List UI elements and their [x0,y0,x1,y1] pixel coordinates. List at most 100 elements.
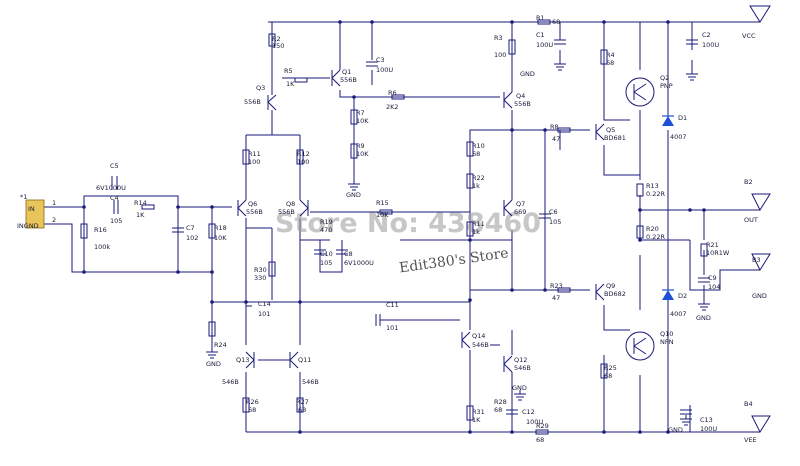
capacitor-c8-plates [336,249,348,255]
resistor-r14-ref: R14 [134,199,147,207]
ground-symbol: GND [668,415,692,434]
resistor-r3-ref: R3 [494,34,503,42]
resistor-r4-value: 68 [606,59,614,67]
transistor-q14-ref: Q14 [472,332,485,340]
gnd-label: GND [752,292,767,300]
diode-d1-ref: D1 [678,114,687,122]
capacitor-c8-value: 6V1000U [344,259,374,267]
transistor-q1-type: 556B [340,76,357,84]
capacitor-c13-plates [680,409,692,415]
transistor-q2-type: PNP [660,82,673,90]
resistor-r31-ref: R31 [472,408,485,416]
capacitor-c9-plates [698,277,710,283]
resistor-r30-body [268,261,276,277]
transistor-q8-symbol [299,199,309,217]
capacitor-c3-ref: C3 [376,56,385,64]
capacitor-c11-value: 101 [386,324,398,332]
transistor-q6-type: 556B [246,208,263,216]
transistor-q3-ref: Q3 [256,84,265,92]
resistor-r1-body [537,19,551,25]
wires [44,21,760,432]
resistor-r24-ref: R24 [214,341,227,349]
transistor-q3-symbol [267,94,277,111]
resistor-r12-body [296,149,304,165]
gnd-terminal: B3 GND [751,253,771,300]
ground-symbol [686,70,698,81]
resistor-r23-ref: R23 [550,282,563,290]
transistor-q13-ref: Q13 [236,356,249,364]
resistor-r18-value: 10K [214,234,227,242]
resistor-r11b-ref: R11 [472,220,485,228]
capacitor-c2-plates [686,39,698,45]
resistor-r3-body [508,39,516,55]
transistor-q8-ref: Q8 [286,200,295,208]
resistor-r5-body [294,77,308,83]
resistor-r16-ref: R16 [94,226,107,234]
transistor-q8-type: 556B [278,208,295,216]
resistor-r25-value: 68 [604,372,612,380]
watermark-store: Store No: 438460 [275,208,541,239]
resistor-r20-value: 0.22R [646,233,665,241]
capacitor-c2-ref: C2 [702,31,711,39]
transistor-q11-type: 546B [302,378,319,386]
ground-symbol: GND [346,180,361,199]
connector-pin-1: 1 [52,199,56,207]
capacitor-c9-value: 104 [708,283,720,291]
capacitor-c7-plates [172,227,184,233]
capacitor-c12-ref: C12 [522,408,535,416]
ground-label: GND [520,70,535,78]
transistor-q9-symbol [595,283,605,301]
resistor-r2-value: 150 [272,42,284,50]
capacitor-c4-value: 105 [110,217,122,225]
resistor-r13-ref: R13 [646,182,659,190]
connector-pin-2: 2 [52,216,56,224]
resistor-r8-value: 47 [552,135,560,143]
resistor-r22-value: 1k [472,182,480,190]
resistor-r27-ref: R27 [296,398,309,406]
diode-d2-value: 4007 [670,310,687,318]
resistor-r22-body [466,173,474,189]
ground-label: GND [206,360,221,368]
resistor-r30-ref: R30 [254,266,267,274]
transistor-q9-ref: Q9 [606,282,615,290]
resistor-r23-value: 47 [552,294,560,302]
resistor-r29-ref: R29 [536,422,549,430]
resistor-r24-body [208,321,216,337]
ground-symbol: GND [206,340,221,368]
resistor-r10-ref: R10 [472,142,485,150]
diodes: D1 4007 D2 4007 [662,114,687,318]
resistor-r5-ref: R5 [284,67,293,75]
resistor-r30-value: 330 [254,274,266,282]
resistor-r25-body [600,363,608,379]
resistor-r31-value: 1K [472,416,481,424]
capacitor-c13-value: 100U [700,425,717,433]
resistor-r5-value: 1K [286,80,295,88]
resistor-r7-ref: R7 [356,109,365,117]
resistor-r25-ref: R25 [604,364,617,372]
resistor-r11b-value: 1k [472,228,480,236]
transistor-q6-symbol [237,199,247,217]
capacitor-c13-ref: C13 [700,416,713,424]
connector-ref: *1 [20,193,27,201]
resistor-r7-value: 10K [356,117,369,125]
capacitor-c1-ref: C1 [536,31,545,39]
transistor-q10-ref: Q10 [660,330,673,338]
resistor-r10-body [466,141,474,157]
connector-net-label: INGND [17,222,39,230]
resistor-r23-body [557,287,571,293]
resistor-r21-body [700,243,708,257]
resistor-r31-body [466,405,474,421]
capacitor-c9-ref: C9 [708,274,717,282]
capacitor-c14-ref: C14 [258,300,271,308]
resistor-r27-body [296,397,304,413]
connector-body [25,199,45,229]
resistor-r3-value: 100 [494,51,506,59]
resistor-r11b-body [466,221,474,237]
transistor-q2-symbol [625,77,655,107]
ground-symbol: GND [520,60,566,78]
diode-d2-ref: D2 [678,292,687,300]
resistor-r26-body [242,397,250,413]
capacitor-c10-plates [314,249,326,255]
